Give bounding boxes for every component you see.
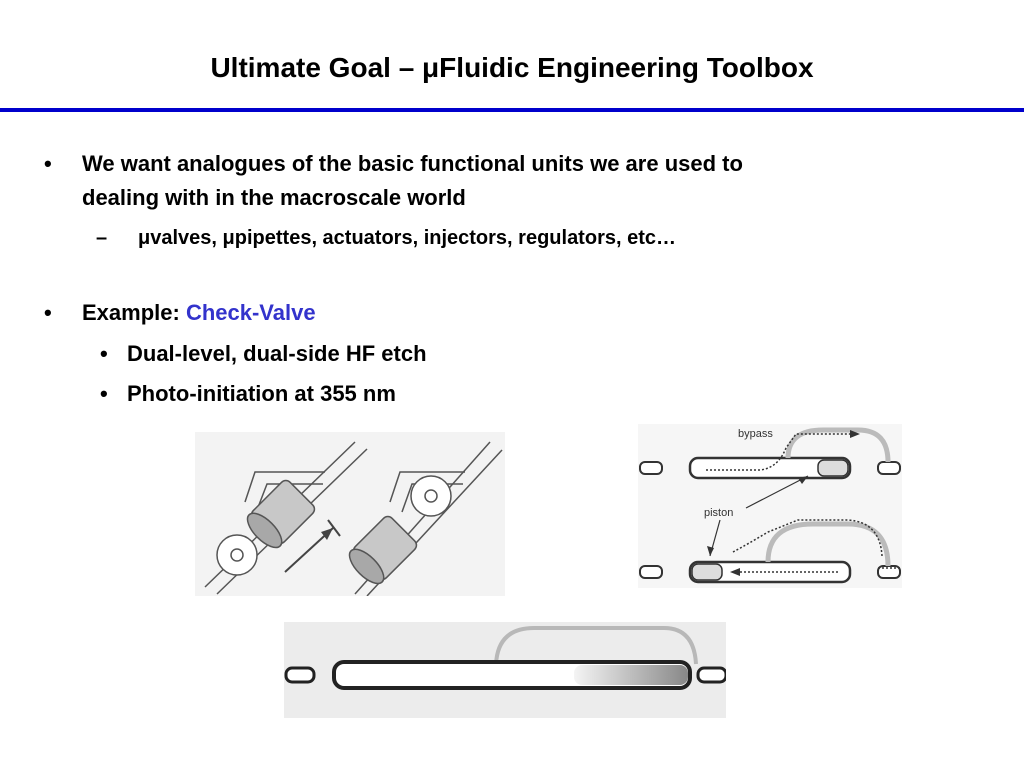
sub-bullet-marker: – <box>96 227 108 249</box>
bullet-2-highlight: Check-Valve <box>185 300 316 325</box>
bypass-piston-diagram: bypass piston <box>638 424 902 588</box>
valve-3d-diagram <box>195 432 505 596</box>
slide-title: Ultimate Goal – μFluidic Engineering Too… <box>210 52 814 83</box>
bullet-marker: • <box>44 300 52 325</box>
sub-bullet-2a: Dual-level, dual-side HF etch <box>127 341 427 366</box>
bullet-2: Example: Check-Valve <box>82 297 316 329</box>
sub-bullet-2b: Photo-initiation at 355 nm <box>127 381 396 406</box>
title-rule <box>0 108 1024 112</box>
bullet-1-line-1: We want analogues of the basic functiona… <box>82 151 743 176</box>
label-piston: piston <box>704 507 733 519</box>
sub-bullet-1: μvalves, μpipettes, actuators, injectors… <box>138 227 676 249</box>
bullet-2-prefix: Example: <box>82 300 180 325</box>
valve-photo <box>284 622 726 718</box>
bullet-marker: • <box>44 151 52 176</box>
bullet-marker: • <box>100 381 108 406</box>
label-bypass: bypass <box>738 428 773 440</box>
bullet-marker: • <box>100 341 108 366</box>
bullet-1-line-2: dealing with in the macroscale world <box>82 185 466 210</box>
